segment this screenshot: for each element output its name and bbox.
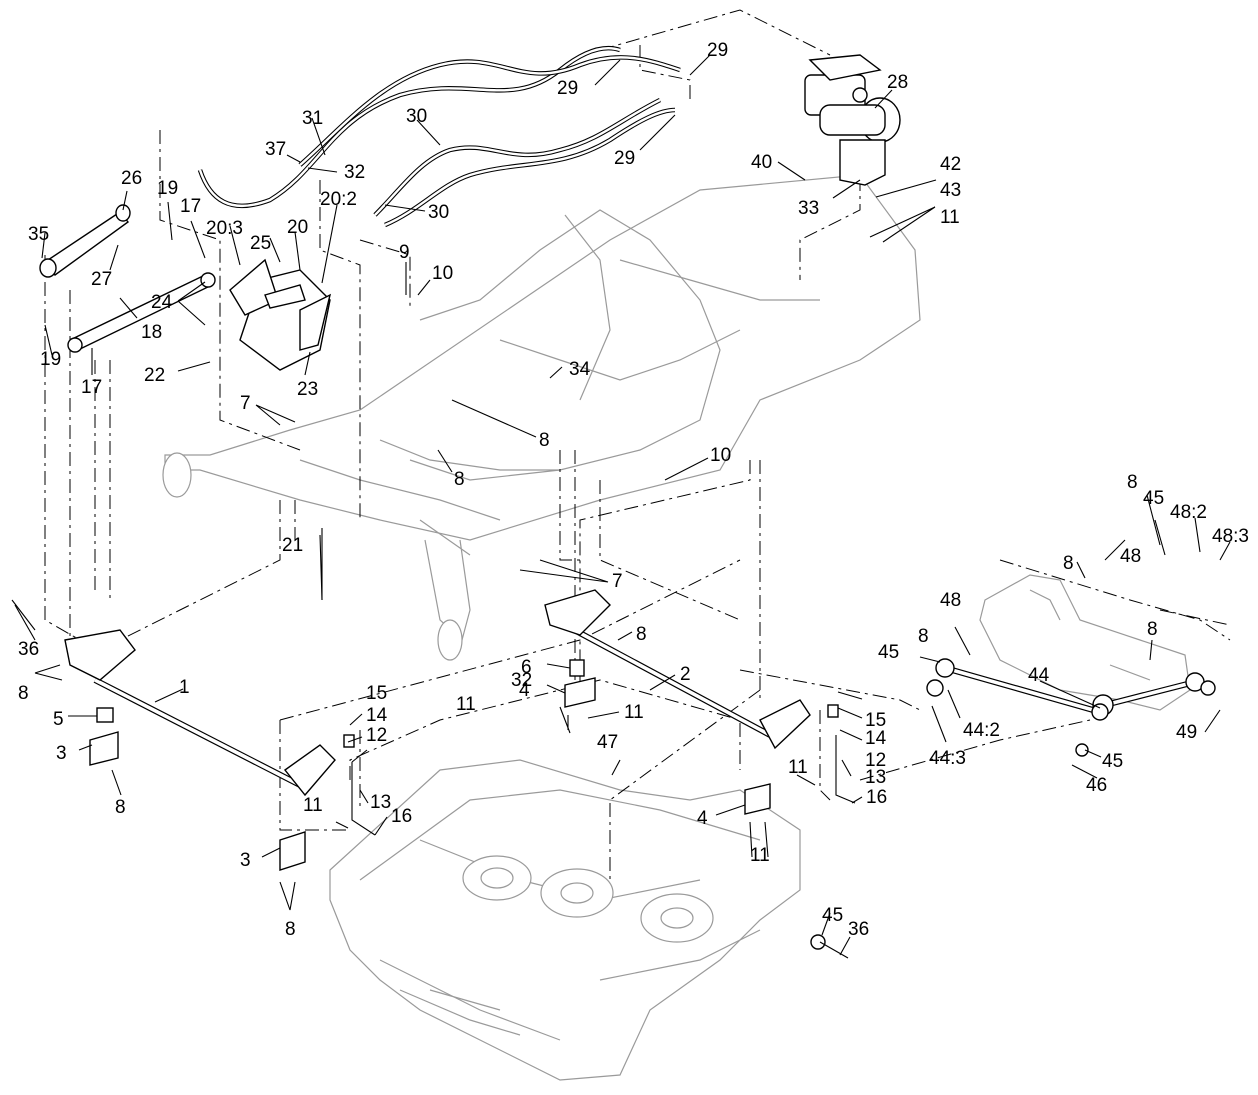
callout-43: 43 — [940, 180, 961, 201]
callout-13: 13 — [370, 792, 391, 813]
callout-26: 26 — [121, 168, 142, 189]
callout-8: 8 — [115, 797, 126, 818]
callout-7: 7 — [612, 571, 623, 592]
callout-14: 14 — [366, 705, 388, 726]
callout-13: 13 — [865, 767, 886, 788]
callout-49: 49 — [1176, 722, 1197, 743]
callout-32: 32 — [344, 162, 365, 183]
callout-11: 11 — [624, 702, 644, 723]
callout-8: 8 — [1063, 553, 1074, 574]
callout-36: 36 — [18, 639, 39, 660]
callout-17: 17 — [81, 377, 102, 398]
callout-47: 47 — [597, 732, 618, 753]
frame-chassis — [162, 174, 921, 661]
callout-24: 24 — [151, 292, 173, 313]
callout-8: 8 — [918, 626, 929, 647]
callout-48-2: 48:2 — [1170, 502, 1207, 523]
callout-20: 20 — [287, 217, 308, 238]
callout-2: 2 — [680, 664, 691, 685]
callout-20-2: 20:2 — [320, 189, 357, 210]
callout-48: 48 — [940, 590, 961, 611]
callout-11: 11 — [303, 795, 323, 816]
callout-32: 32 — [511, 670, 532, 691]
callout-8: 8 — [285, 919, 296, 940]
callout-21: 21 — [282, 535, 303, 556]
callout-8: 8 — [636, 624, 647, 645]
callout-36: 36 — [848, 919, 869, 940]
callout-20-3: 20:3 — [206, 218, 243, 239]
callout-labels: 1 2 3 3 4 4 5 6 7 7 8 8 8 8 8 8 8 8 8 8 … — [18, 40, 1249, 940]
callout-6: 6 — [521, 657, 532, 678]
callout-8: 8 — [1147, 619, 1158, 640]
lift-lever-assembly — [229, 258, 332, 371]
callout-45: 45 — [1143, 488, 1164, 509]
callout-7: 7 — [240, 393, 251, 414]
callout-8: 8 — [454, 469, 465, 490]
callout-33: 33 — [798, 198, 819, 219]
callout-8: 8 — [1127, 472, 1138, 493]
callout-44-3: 44:3 — [929, 748, 966, 769]
lift-link — [67, 272, 216, 353]
callout-42: 42 — [940, 154, 961, 175]
callout-17: 17 — [180, 196, 201, 217]
callout-19: 19 — [157, 178, 178, 199]
callout-15: 15 — [865, 710, 886, 731]
callout-30: 30 — [428, 202, 449, 223]
callout-34: 34 — [569, 359, 591, 380]
callout-45: 45 — [878, 642, 899, 663]
callout-4: 4 — [519, 680, 530, 701]
callout-46: 46 — [1086, 775, 1107, 796]
callout-48-3: 48:3 — [1212, 526, 1249, 547]
callout-19: 19 — [40, 349, 61, 370]
callout-31: 31 — [302, 108, 323, 129]
callout-44-2: 44:2 — [963, 720, 1000, 741]
callout-25: 25 — [250, 233, 271, 254]
callout-11: 11 — [940, 207, 960, 228]
callout-8: 8 — [18, 683, 29, 704]
callout-11: 11 — [750, 845, 770, 866]
callout-28: 28 — [887, 72, 908, 93]
hydraulic-pump — [804, 54, 901, 186]
callout-45: 45 — [1102, 751, 1123, 772]
callout-15: 15 — [366, 683, 387, 704]
callout-48: 48 — [1120, 546, 1141, 567]
callout-22: 22 — [144, 365, 165, 386]
callout-14: 14 — [865, 728, 887, 749]
callout-18: 18 — [141, 322, 162, 343]
callout-3: 3 — [240, 850, 251, 871]
callout-8: 8 — [539, 430, 550, 451]
callout-10: 10 — [432, 263, 453, 284]
callout-29: 29 — [614, 148, 635, 169]
callout-37: 37 — [265, 139, 286, 160]
callout-35: 35 — [28, 224, 49, 245]
callout-11: 11 — [788, 757, 808, 778]
callout-5: 5 — [53, 709, 64, 730]
callout-3: 3 — [56, 743, 67, 764]
callout-29: 29 — [557, 78, 578, 99]
callout-16: 16 — [866, 787, 887, 808]
callout-9: 9 — [399, 242, 410, 263]
hydraulic-hoses — [197, 45, 681, 228]
callout-30: 30 — [406, 106, 427, 127]
mower-deck — [329, 759, 801, 1081]
callout-1: 1 — [179, 677, 190, 698]
callout-4: 4 — [697, 808, 708, 829]
callout-10: 10 — [710, 445, 731, 466]
callout-40: 40 — [751, 152, 772, 173]
callout-27: 27 — [91, 269, 112, 290]
callout-23: 23 — [297, 379, 318, 400]
callout-12: 12 — [366, 725, 387, 746]
callout-29: 29 — [707, 40, 728, 61]
callout-16: 16 — [391, 806, 412, 827]
hardware — [11, 534, 1216, 959]
callout-11: 11 — [456, 694, 476, 715]
lift-cylinder — [39, 204, 131, 278]
callout-44: 44 — [1028, 665, 1050, 686]
callout-45: 45 — [822, 905, 843, 926]
callout-leaders — [14, 54, 1231, 956]
callout-12: 12 — [865, 750, 886, 771]
